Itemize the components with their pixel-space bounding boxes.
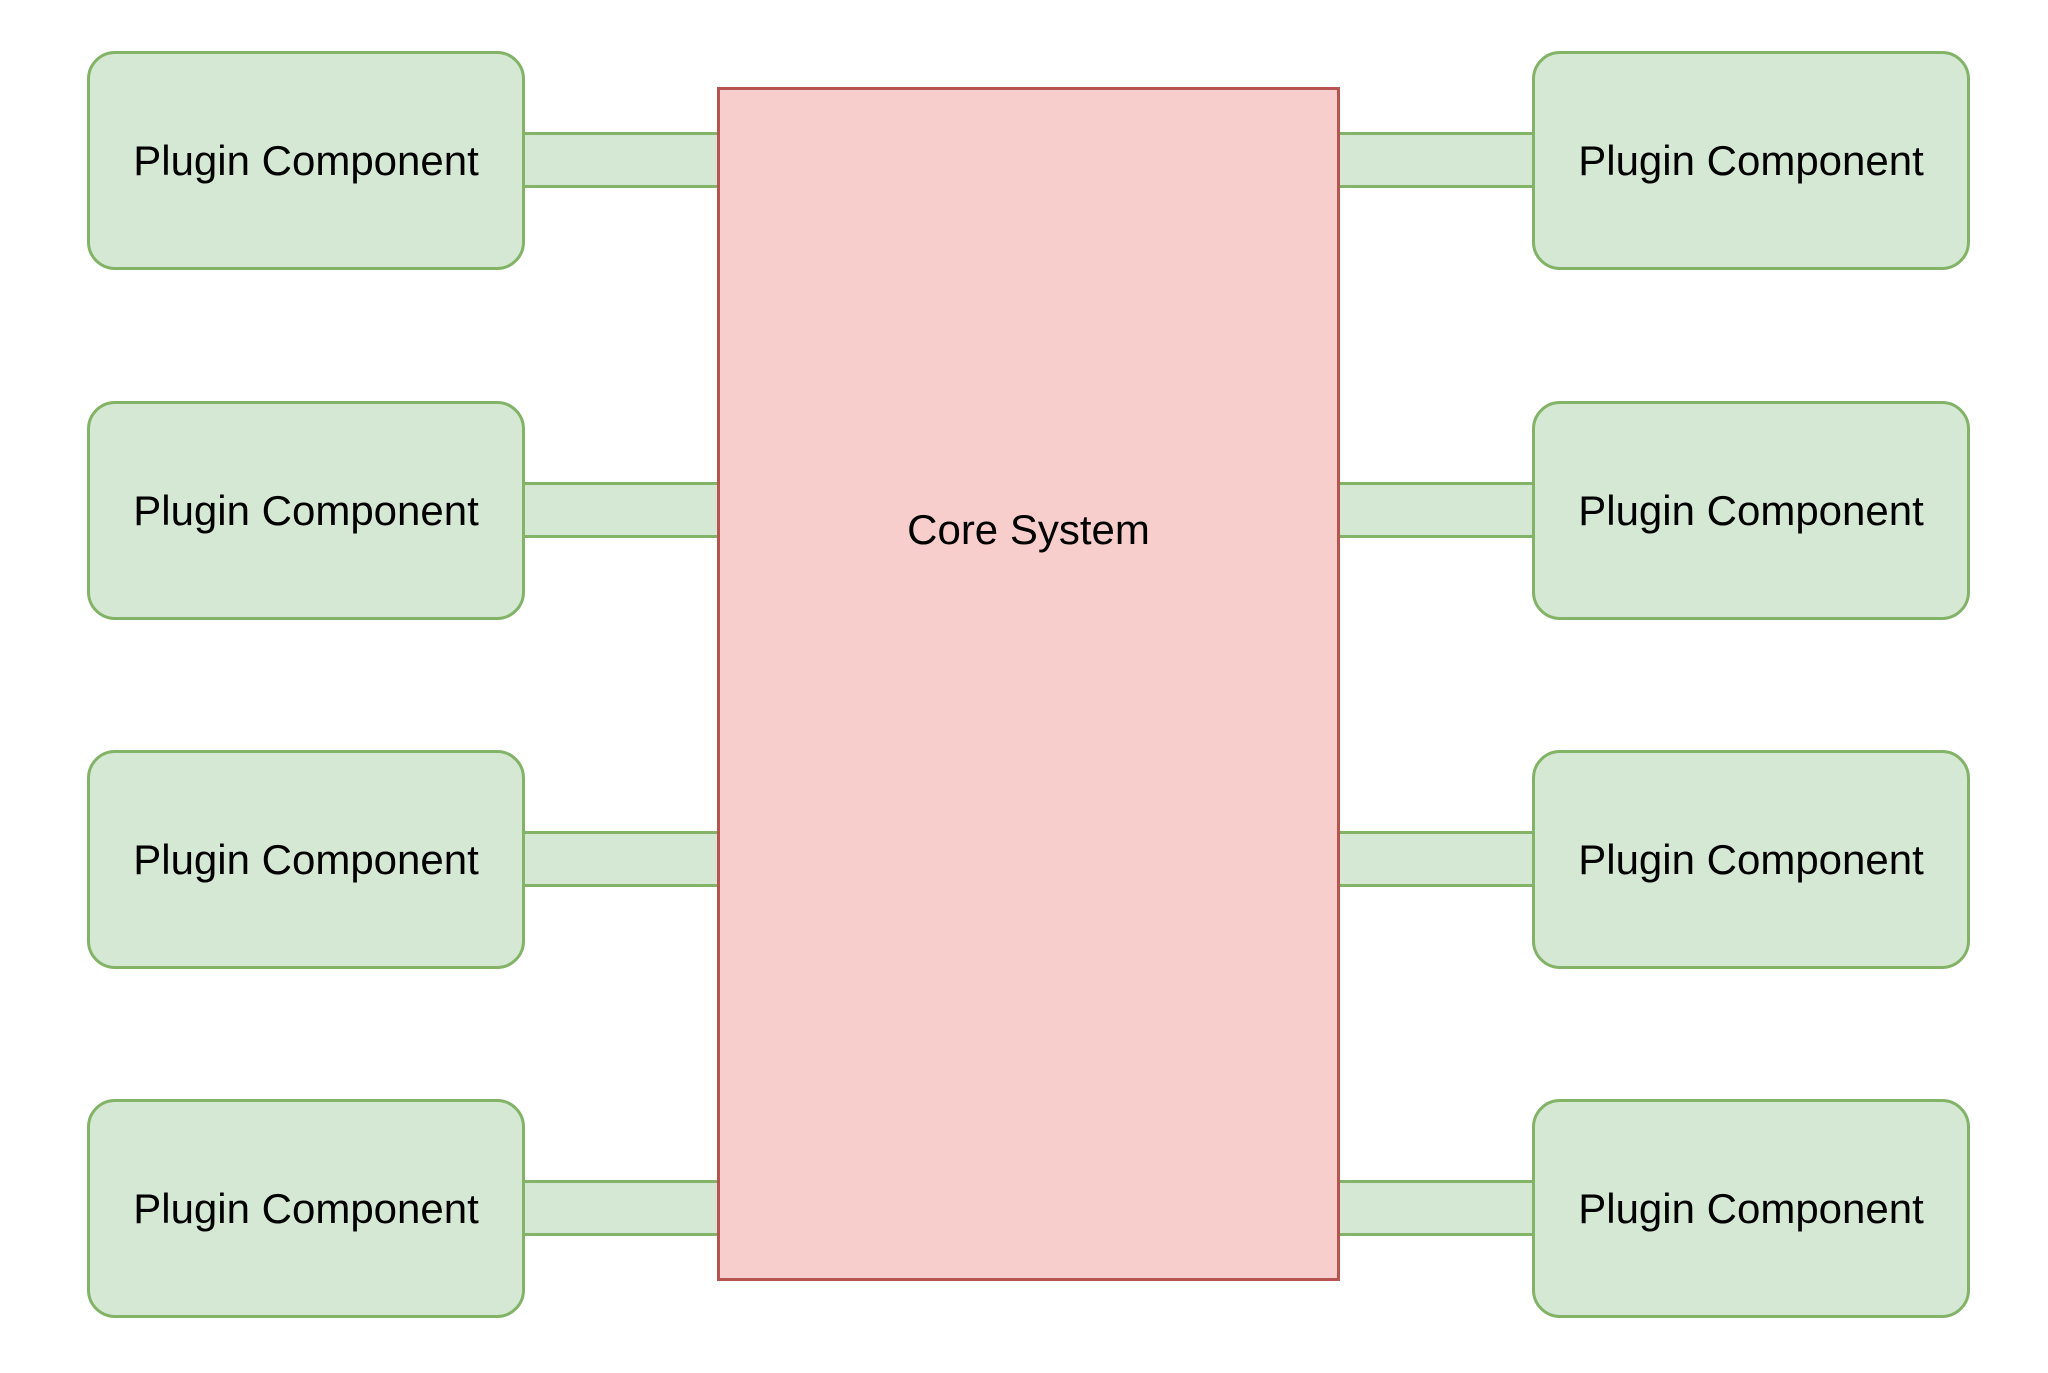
connector-left-1: [524, 132, 718, 188]
plugin-component-left-3[interactable]: Plugin Component: [87, 750, 525, 969]
plugin-component-right-3[interactable]: Plugin Component: [1532, 750, 1970, 969]
plugin-component-left-2[interactable]: Plugin Component: [87, 401, 525, 620]
core-system-box[interactable]: Core System: [717, 87, 1340, 1281]
connector-left-4: [524, 1180, 718, 1236]
connector-left-2: [524, 482, 718, 538]
plugin-component-left-1[interactable]: Plugin Component: [87, 51, 525, 270]
connector-right-1: [1340, 132, 1534, 188]
plugin-component-label: Plugin Component: [1578, 486, 1924, 534]
plugin-component-right-4[interactable]: Plugin Component: [1532, 1099, 1970, 1318]
plugin-component-right-1[interactable]: Plugin Component: [1532, 51, 1970, 270]
plugin-component-label: Plugin Component: [1578, 136, 1924, 184]
connector-left-3: [524, 831, 718, 887]
core-system-label: Core System: [907, 506, 1150, 553]
plugin-component-label: Plugin Component: [133, 835, 479, 883]
plugin-component-label: Plugin Component: [1578, 835, 1924, 883]
plugin-component-label: Plugin Component: [133, 486, 479, 534]
connector-right-3: [1340, 831, 1534, 887]
connector-right-2: [1340, 482, 1534, 538]
plugin-component-label: Plugin Component: [1578, 1184, 1924, 1232]
connector-right-4: [1340, 1180, 1534, 1236]
plugin-component-left-4[interactable]: Plugin Component: [87, 1099, 525, 1318]
plugin-component-right-2[interactable]: Plugin Component: [1532, 401, 1970, 620]
plugin-component-label: Plugin Component: [133, 136, 479, 184]
plugin-component-label: Plugin Component: [133, 1184, 479, 1232]
